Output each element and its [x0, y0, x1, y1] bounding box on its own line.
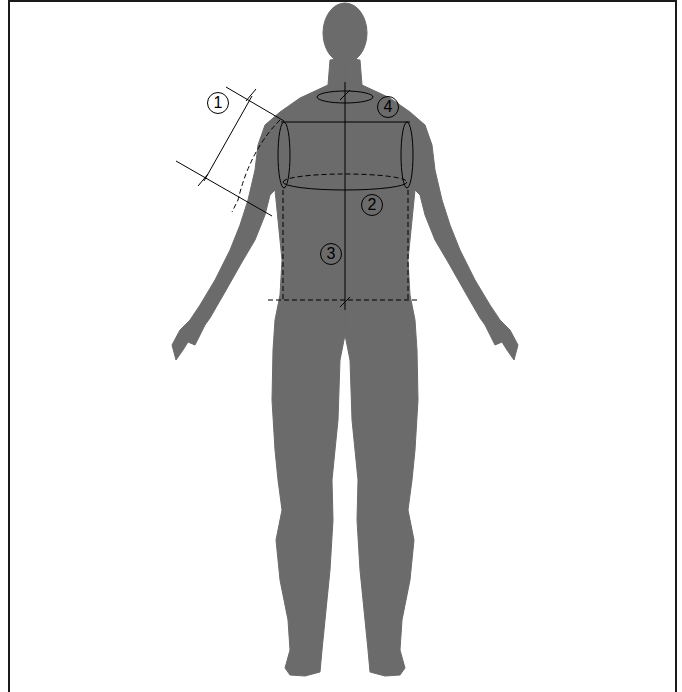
callout-number: 4: [377, 96, 399, 118]
callout-number: 3: [320, 243, 342, 265]
callout-number: 2: [361, 194, 383, 216]
callout-number: 1: [207, 92, 229, 114]
